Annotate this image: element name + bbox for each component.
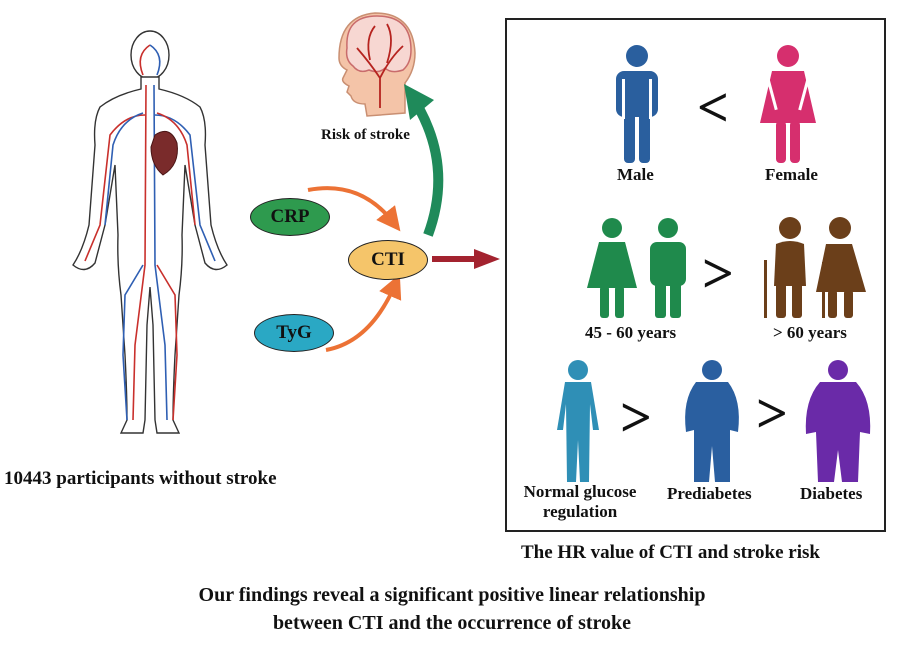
normal-glucose-label: Normal glucose regulation — [523, 482, 637, 521]
middle-age-label: 45 - 60 years — [585, 323, 677, 342]
hr-panel — [505, 18, 886, 532]
tyg-node-label: TyG — [276, 322, 312, 343]
footer-line-1: Our findings reveal a significant positi… — [198, 584, 706, 606]
panel-caption: The HR value of CTI and stroke risk — [521, 542, 820, 563]
male-icon — [616, 45, 658, 163]
cti-node-label: CTI — [371, 249, 405, 270]
diabetes-label: Diabetes — [800, 484, 863, 503]
crp-node-label: CRP — [270, 206, 310, 227]
male-label: Male — [617, 165, 654, 184]
female-icon — [760, 45, 816, 163]
female-label: Female — [765, 165, 818, 184]
prediabetes-icon — [685, 360, 739, 482]
footer-line-2: between CTI and the occurrence of stroke — [272, 612, 632, 634]
risk-of-stroke-label: Risk of stroke — [321, 127, 410, 143]
cti-to-stroke-arrow — [415, 107, 444, 237]
elderly-icon — [764, 217, 866, 318]
tyg-to-cti-arrow — [325, 274, 402, 352]
crp-to-cti-arrow — [307, 186, 401, 232]
tyg-node: TyG — [254, 314, 334, 352]
diabetes-icon — [805, 360, 871, 482]
glucose-comparator-1: > — [620, 387, 652, 449]
human-anatomy-figure — [72, 30, 228, 434]
cti-node: CTI — [348, 240, 428, 280]
crp-node: CRP — [250, 198, 330, 236]
normal-glucose-icon — [557, 360, 599, 482]
participants-caption: 10443 participants without stroke — [4, 468, 277, 489]
brain-head-icon — [338, 12, 416, 117]
age-comparator: > — [702, 243, 734, 305]
glucose-comparator-2: > — [756, 383, 788, 445]
sex-comparator: < — [697, 77, 729, 139]
elderly-label: > 60 years — [773, 323, 847, 342]
middle-age-icon — [587, 218, 686, 318]
heart-icon — [150, 130, 178, 176]
prediabetes-label: Prediabetes — [667, 484, 752, 503]
